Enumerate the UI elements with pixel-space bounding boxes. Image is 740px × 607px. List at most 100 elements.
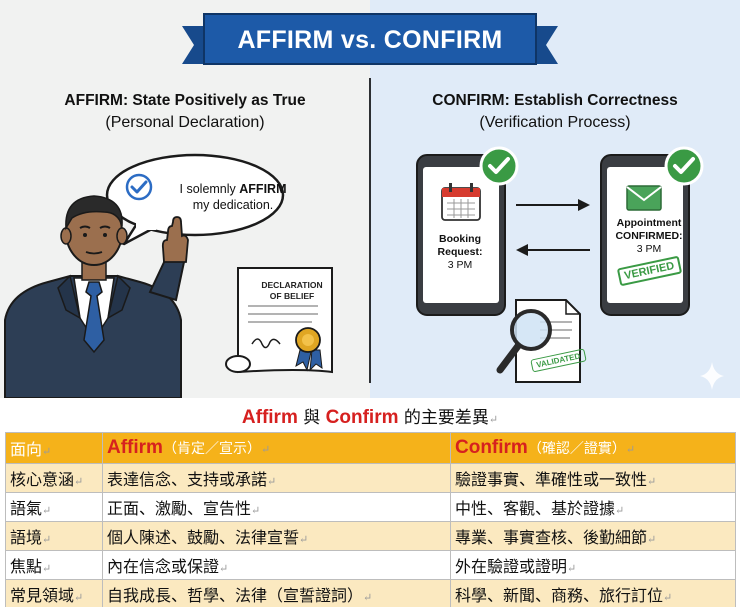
document-title-line2: OF BELIEF: [269, 291, 315, 301]
appointment-time: 3 PM: [636, 243, 662, 255]
affirm-heading: AFFIRM: State Positively as True (Person…: [20, 92, 350, 132]
affirm-illustration: [4, 153, 333, 398]
row-facet: 核心意涵: [10, 470, 75, 489]
table-row: 常見領域↵ 自我成長、哲學、法律（宣誓證詞）↵ 科學、新聞、商務、旅行訂位↵: [5, 579, 736, 607]
row-confirm: 外在驗證或證明: [455, 557, 568, 576]
document-title-line1: DECLARATION: [261, 280, 323, 290]
speech-bubble-text: I solemnly AFFIRM my dedication.: [158, 181, 308, 213]
row-affirm: 表達信念、支持或承諾: [107, 470, 268, 489]
table-cell: 焦點↵: [5, 550, 103, 580]
table-title-confirm: Confirm: [325, 407, 399, 428]
return-mark: ↵: [267, 475, 277, 488]
table-cell: 個人陳述、鼓勵、法律宣誓↵: [102, 521, 451, 551]
row-facet: 語氣: [10, 499, 43, 518]
affirm-title: AFFIRM: State Positively as True: [64, 92, 306, 109]
return-mark: ↵: [74, 591, 84, 604]
header-confirm-sub: （確認／證實）: [527, 441, 626, 457]
table-cell: 中性、客觀、基於證據↵: [450, 492, 736, 522]
return-mark: ↵: [74, 475, 84, 488]
document-title: DECLARATION OF BELIEF: [244, 280, 340, 302]
return-mark: ↵: [260, 443, 271, 456]
table-title-tail: 的主要差異: [398, 408, 489, 428]
row-confirm: 科學、新聞、商務、旅行訂位: [455, 586, 664, 605]
confirm-title: CONFIRM: Establish Correctness: [432, 92, 678, 109]
return-mark: ↵: [251, 504, 261, 517]
row-confirm: 專業、事實查核、後勤細節: [455, 528, 648, 547]
return-mark: ↵: [219, 562, 229, 575]
return-mark: ↵: [567, 562, 577, 575]
row-affirm: 內在信念或保證: [107, 557, 220, 576]
appointment-confirmed-text: Appointment CONFIRMED: 3 PM: [606, 217, 692, 256]
bubble-text-line1: I solemnly: [179, 182, 240, 196]
header-cell: 面向↵: [5, 432, 103, 464]
bubble-text-line2: my dedication.: [192, 198, 274, 212]
seal-icon: [295, 327, 323, 372]
confirm-illustration: [416, 146, 724, 390]
booking-line1: Booking: [439, 233, 481, 245]
table-cell: 表達信念、支持或承諾↵: [102, 463, 451, 493]
return-mark: ↵: [625, 443, 636, 456]
header-cell: Affirm（肯定／宣示）↵: [102, 432, 451, 464]
table-cell: 專業、事實查核、後勤細節↵: [450, 521, 736, 551]
table-cell: 核心意涵↵: [5, 463, 103, 493]
header-cell: Confirm（確認／證實）↵: [450, 432, 736, 464]
table-cell: 自我成長、哲學、法律（宣誓證詞）↵: [102, 579, 451, 607]
envelope-icon: [626, 185, 662, 211]
table-cell: 科學、新聞、商務、旅行訂位↵: [450, 579, 736, 607]
checkmark-icon: [125, 173, 153, 201]
speech-bubble: [105, 153, 285, 246]
right-phone: [600, 154, 690, 316]
magnifier-icon: [496, 309, 552, 374]
confirm-subtitle: (Verification Process): [479, 114, 631, 131]
calendar-icon: [441, 183, 481, 221]
row-confirm: 驗證事實、準確性或一致性: [455, 470, 648, 489]
row-facet: 常見領域: [10, 586, 75, 605]
return-mark: ↵: [488, 413, 499, 426]
row-affirm: 個人陳述、鼓勵、法律宣誓: [107, 528, 300, 547]
checkmark-icon: [479, 146, 519, 186]
bubble-text-emphasis: AFFIRM: [239, 182, 287, 196]
header-facet: 面向: [10, 440, 43, 459]
table-cell: 正面、激勵、宣告性↵: [102, 492, 451, 522]
title-banner: [182, 13, 558, 65]
row-confirm: 中性、客觀、基於證據: [455, 499, 616, 518]
table-cell: 語境↵: [5, 521, 103, 551]
table-row: 核心意涵↵ 表達信念、支持或承諾↵ 驗證事實、準確性或一致性↵: [5, 463, 736, 493]
return-mark: ↵: [647, 533, 657, 546]
table-row: 語氣↵ 正面、激勵、宣告性↵ 中性、客觀、基於證據↵: [5, 492, 736, 522]
return-mark: ↵: [647, 475, 657, 488]
appointment-line2: CONFIRMED:: [615, 230, 683, 242]
return-mark: ↵: [42, 533, 52, 546]
confirm-heading: CONFIRM: Establish Correctness (Verifica…: [385, 92, 725, 132]
table-cell: 驗證事實、準確性或一致性↵: [450, 463, 736, 493]
header-affirm-sub: （肯定／宣示）: [162, 441, 261, 457]
return-mark: ↵: [663, 591, 673, 604]
row-facet: 焦點: [10, 557, 43, 576]
checkmark-icon: [664, 146, 704, 186]
table-title-connector: 與: [297, 408, 326, 428]
table-title-affirm: Affirm: [241, 407, 298, 428]
booking-line2: Request:: [437, 246, 483, 258]
row-affirm: 正面、激勵、宣告性: [107, 499, 252, 518]
return-mark: ↵: [299, 533, 309, 546]
table-cell: 外在驗證或證明↵: [450, 550, 736, 580]
return-mark: ↵: [615, 504, 625, 517]
table-cell: 語氣↵: [5, 492, 103, 522]
arrow-left-icon: [516, 244, 590, 256]
return-mark: ↵: [42, 445, 52, 458]
man-figure: [4, 195, 189, 398]
row-affirm: 自我成長、哲學、法律（宣誓證詞）: [107, 586, 364, 605]
table-cell: 常見領域↵: [5, 579, 103, 607]
booking-time: 3 PM: [447, 259, 473, 271]
table-row: 語境↵ 個人陳述、鼓勵、法律宣誓↵ 專業、事實查核、後勤細節↵: [5, 521, 736, 551]
return-mark: ↵: [42, 562, 52, 575]
row-facet: 語境: [10, 528, 43, 547]
comparison-table: 面向↵ Affirm（肯定／宣示）↵ Confirm（確認／證實）↵ 核心意涵↵…: [5, 432, 736, 607]
sparkle-icon: [700, 362, 724, 390]
header-confirm: Confirm: [455, 437, 528, 458]
appointment-line1: Appointment: [616, 217, 682, 229]
banner-title: AFFIRM vs. CONFIRM: [237, 26, 503, 54]
booking-request-text: Booking Request: 3 PM: [425, 233, 495, 272]
panel-divider: [369, 78, 371, 383]
arrow-right-icon: [516, 199, 590, 211]
